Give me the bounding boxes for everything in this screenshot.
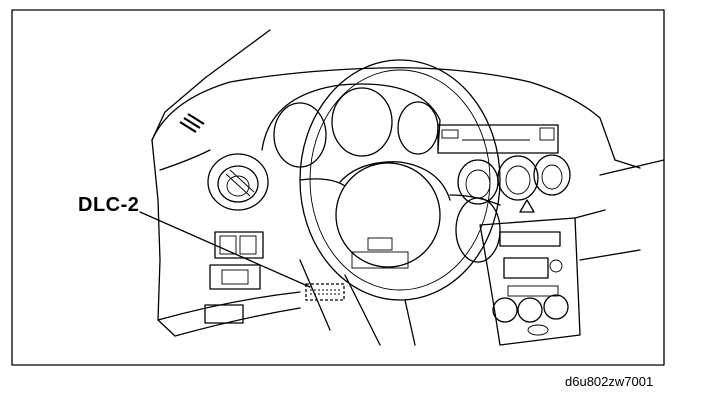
left-switch-panel [204,231,264,324]
instrument-hood [261,83,441,151]
dlc2-callout-label: DLC-2 [78,194,140,216]
steering-hub [299,161,501,269]
audio-unit [499,231,563,279]
right-door-line [574,209,641,261]
hazard-switch [519,199,535,213]
center-air-vents [457,154,571,205]
steering-column [299,259,416,346]
dashboard-top [151,67,616,161]
figure-code: d6u802zw7001 [565,374,654,389]
steering-wheel-inner-rim [309,69,491,291]
center-display [437,124,559,154]
dashboard-right-edge [599,159,665,176]
callout-leader [139,211,311,288]
climate-controls [492,285,569,336]
lower-dash-line [157,291,301,337]
gauge-cluster [273,87,439,168]
top-vent-slot [179,113,205,133]
center-console [479,217,581,346]
dashboard-left-body [151,139,211,337]
windshield-pillar [151,29,271,141]
left-air-vent [207,153,269,211]
figure-border [11,9,665,366]
